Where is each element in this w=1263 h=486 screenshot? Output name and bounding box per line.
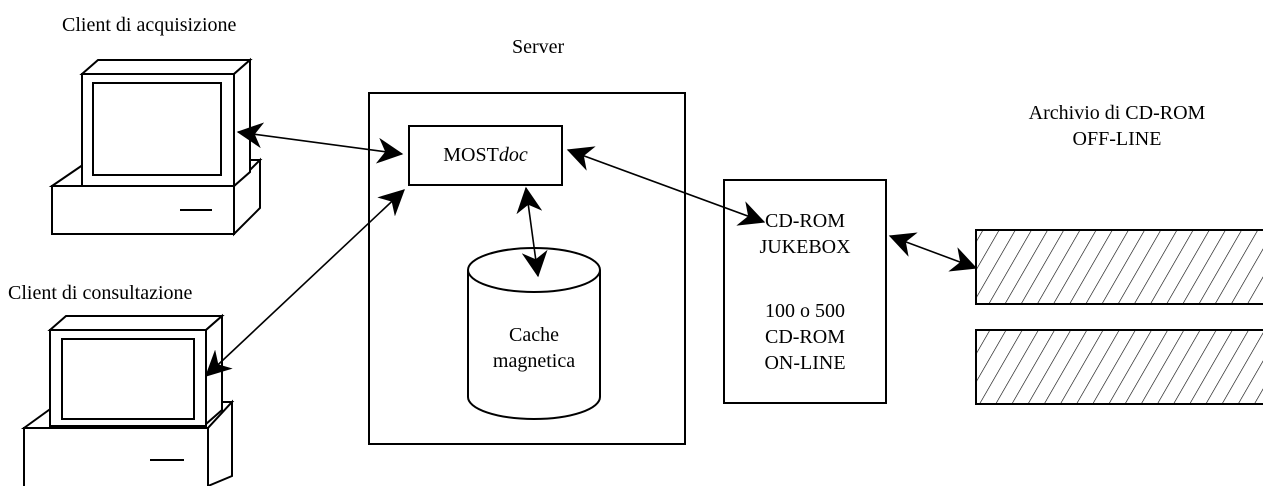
computer-icon <box>48 57 263 237</box>
arrow-mostdoc-cache <box>516 186 548 278</box>
cd-stack-bottom <box>975 329 1263 405</box>
jukebox-box <box>723 179 887 404</box>
mostdoc-box <box>408 125 563 186</box>
arrow-jukebox-archive <box>888 232 978 272</box>
cd-stack-top <box>975 229 1263 305</box>
jukebox-line4: CD-ROM <box>764 326 845 348</box>
client-acquisition-label: Client di acquisizione <box>62 14 237 36</box>
mostdoc-suffix: doc <box>498 144 528 166</box>
archive-line1: Archivio di CD-ROM <box>1028 102 1206 124</box>
mostdoc-label: MOSTdoc <box>409 142 562 168</box>
jukebox-label: CD-ROM JUKEBOX <box>724 208 886 260</box>
jukebox-line3: 100 o 500 <box>765 300 845 322</box>
arrow-mostdoc-jukebox <box>566 146 766 226</box>
cache-label: Cache magnetica <box>468 322 600 374</box>
client-consultation-label: Client di consultazione <box>8 282 193 304</box>
mostdoc-prefix: MOST <box>443 144 499 166</box>
server-label: Server <box>512 36 565 58</box>
jukebox-line1: CD-ROM <box>764 210 845 232</box>
computer-icon <box>20 313 235 486</box>
jukebox-line5: ON-LINE <box>764 352 846 374</box>
archive-label: Archivio di CD-ROM OFF-LINE <box>986 100 1248 152</box>
archive-line2: OFF-LINE <box>1072 128 1162 150</box>
arrow-client-acquisition-mostdoc <box>236 122 404 164</box>
arrow-client-consultation-mostdoc <box>205 189 405 377</box>
cache-line1: Cache <box>509 324 559 346</box>
jukebox-capacity-label: 100 o 500 CD-ROM ON-LINE <box>724 298 886 376</box>
cache-line2: magnetica <box>492 350 576 372</box>
jukebox-line2: JUKEBOX <box>759 236 851 258</box>
hatched-cd-stack-icon <box>975 229 1263 405</box>
